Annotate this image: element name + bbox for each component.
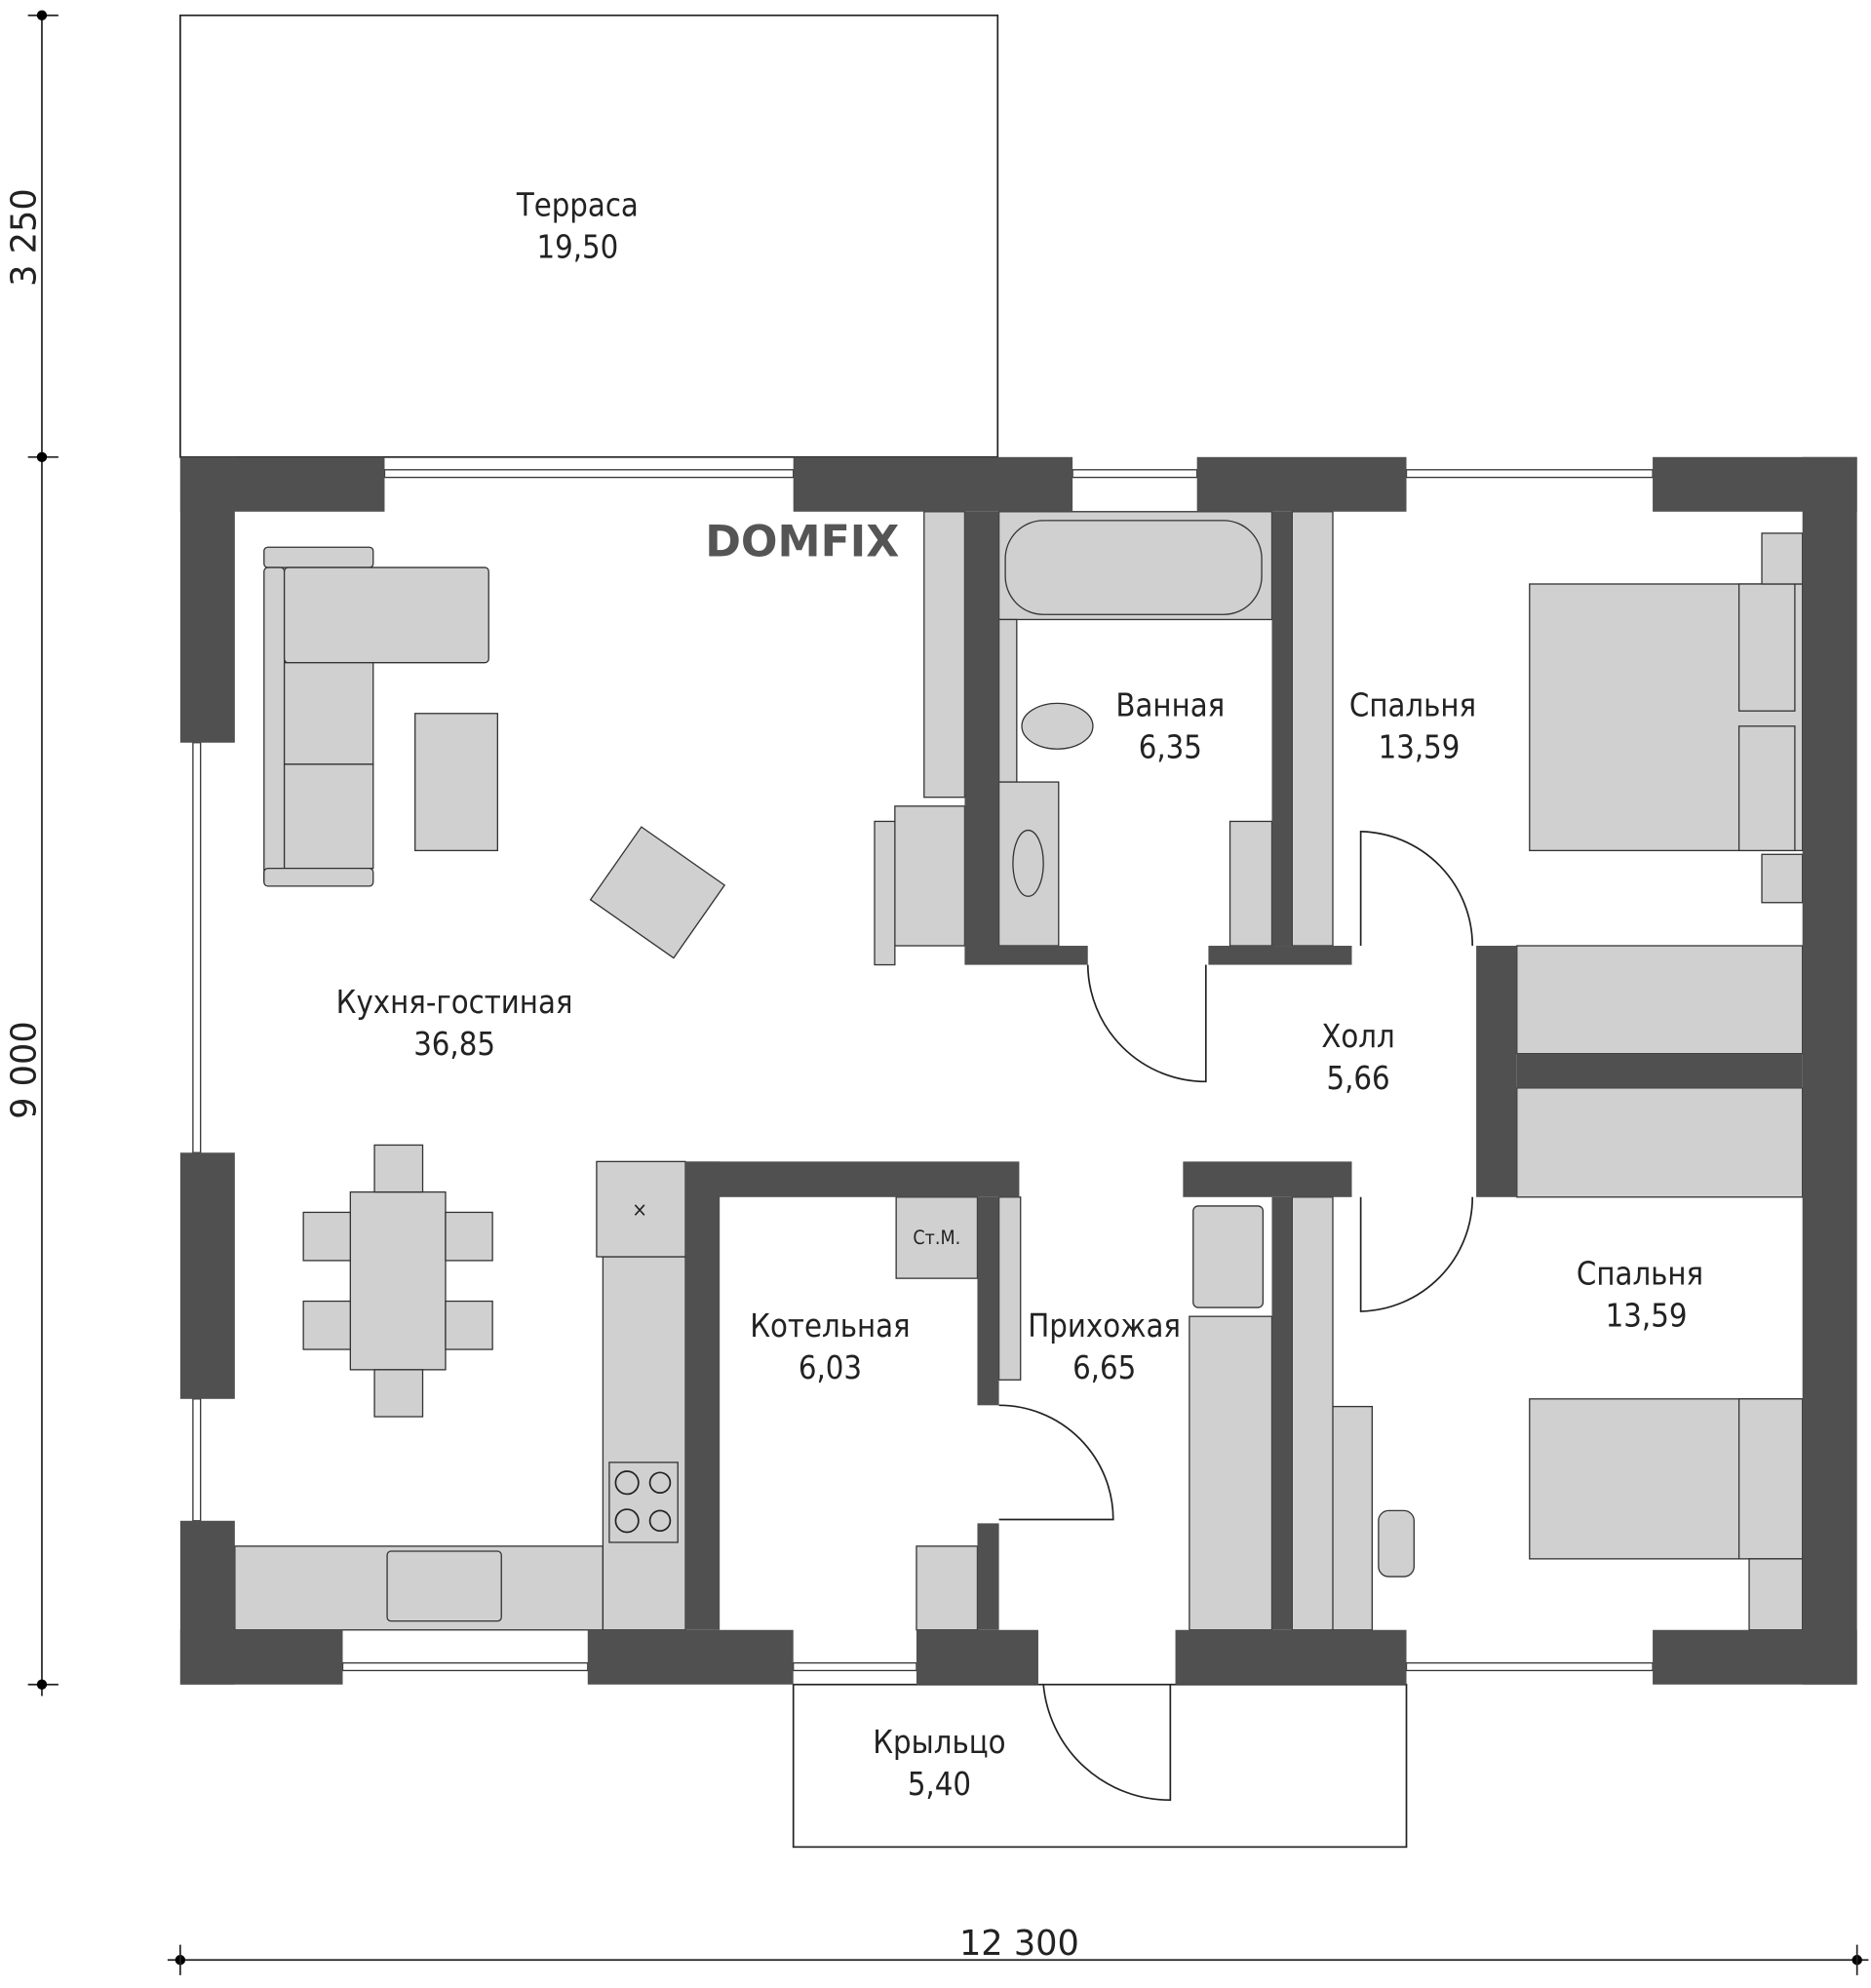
room-label-kitchen-living: Кухня-гостиная 36,85 bbox=[336, 984, 573, 1063]
dimension-house-width: 12 300 bbox=[959, 1924, 1079, 1964]
svg-text:Терраса: Терраса bbox=[516, 186, 639, 223]
room-label-hall: Холл 5,66 bbox=[1321, 1018, 1394, 1097]
svg-text:Крыльцо: Крыльцо bbox=[873, 1724, 1005, 1761]
room-label-porch: Крыльцо 5,40 bbox=[873, 1724, 1005, 1803]
svg-text:13,59: 13,59 bbox=[1606, 1298, 1688, 1335]
porch-outline bbox=[792, 1683, 1408, 1849]
svg-text:Котельная: Котельная bbox=[750, 1307, 910, 1345]
room-label-bedroom-1: Спальня 13,59 bbox=[1349, 686, 1476, 765]
svg-text:Кухня-гостиная: Кухня-гостиная bbox=[336, 984, 573, 1021]
brand-logo: DOMFIX bbox=[705, 517, 899, 566]
fridge-mark: × bbox=[632, 1197, 647, 1221]
svg-text:13,59: 13,59 bbox=[1379, 728, 1461, 765]
svg-text:6,03: 6,03 bbox=[799, 1349, 862, 1386]
svg-text:Спальня: Спальня bbox=[1577, 1256, 1703, 1293]
svg-text:6,65: 6,65 bbox=[1072, 1349, 1136, 1386]
svg-text:5,66: 5,66 bbox=[1326, 1060, 1389, 1097]
svg-text:Прихожая: Прихожая bbox=[1028, 1307, 1181, 1345]
washing-machine-label: Ст.М. bbox=[913, 1227, 960, 1249]
walls bbox=[179, 456, 1857, 1685]
svg-text:5,40: 5,40 bbox=[908, 1766, 971, 1803]
furniture bbox=[234, 511, 1804, 1631]
dimension-lines bbox=[27, 10, 1869, 1975]
svg-text:36,85: 36,85 bbox=[413, 1026, 495, 1063]
svg-text:Холл: Холл bbox=[1321, 1018, 1394, 1055]
dimension-terrace-depth: 3 250 bbox=[4, 188, 44, 287]
svg-text:Спальня: Спальня bbox=[1349, 686, 1476, 723]
svg-text:Ванная: Ванная bbox=[1115, 686, 1225, 723]
terrace-outline bbox=[179, 14, 999, 458]
doors bbox=[998, 830, 1474, 1802]
dimension-house-depth: 9 000 bbox=[4, 1021, 44, 1119]
room-label-terrace: Терраса 19,50 bbox=[516, 186, 639, 265]
room-label-boiler-room: Котельная 6,03 bbox=[750, 1307, 910, 1386]
svg-text:6,35: 6,35 bbox=[1139, 728, 1202, 765]
room-label-entrance: Прихожая 6,65 bbox=[1028, 1307, 1181, 1386]
svg-text:19,50: 19,50 bbox=[536, 228, 618, 265]
room-label-bedroom-2: Спальня 13,59 bbox=[1577, 1256, 1703, 1335]
room-label-bathroom: Ванная 6,35 bbox=[1115, 686, 1225, 765]
